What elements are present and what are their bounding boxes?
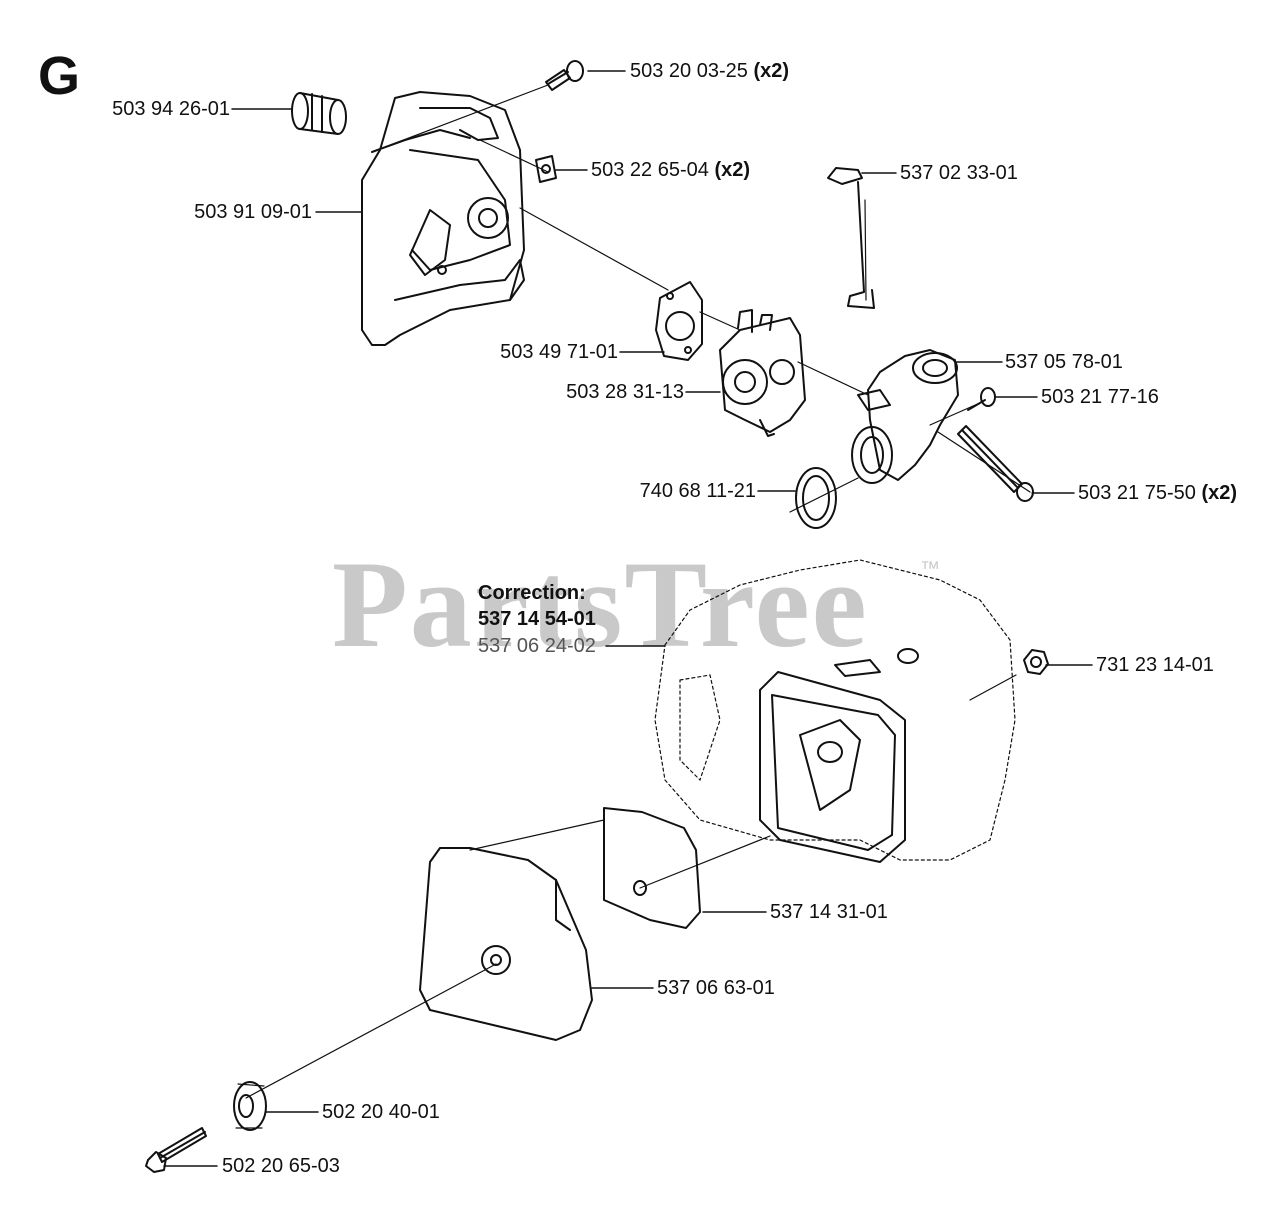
part-number: 537 02 33-01	[900, 162, 1018, 184]
part-number: 503 21 77-16	[1041, 386, 1159, 408]
part-number: 537 14 31-01	[770, 901, 888, 923]
intake-adapter-part	[851, 349, 959, 484]
part-label-537-14-31-01: 537 14 31-01	[770, 901, 888, 923]
carburetor-cover-part	[361, 91, 525, 346]
part-label-503-21-75-50: 503 21 75-50 (x2)	[1078, 482, 1237, 504]
part-number: 740 68 11-21	[639, 480, 756, 502]
square-nut-part	[535, 155, 557, 183]
correction-heading: Correction:	[478, 582, 586, 604]
screw-part-adapter	[967, 387, 996, 411]
bolt-part-long	[957, 425, 1034, 502]
part-label-503-22-65-04: 503 22 65-04 (x2)	[591, 159, 750, 181]
part-label-503-94-26-01: 503 94 26-01	[90, 98, 230, 120]
part-number: 503 49 71-01	[500, 341, 618, 363]
part-label-537-02-33-01: 537 02 33-01	[900, 162, 1018, 184]
screw-part-top	[545, 60, 584, 91]
part-number: 503 20 03-25	[630, 60, 748, 82]
part-number: 537 06 24-02	[478, 635, 596, 657]
part-label-731-23-14-01: 731 23 14-01	[1096, 654, 1214, 676]
part-label-503-28-31-13: 503 28 31-13	[540, 381, 684, 403]
part-number: 537 05 78-01	[1005, 351, 1123, 373]
hex-nut-part	[1023, 649, 1049, 675]
seal-ring-part	[795, 467, 837, 529]
bolt-part-knob	[145, 1127, 207, 1173]
part-number: 731 23 14-01	[1096, 654, 1214, 676]
correction-note: Correction: 537 14 54-01	[478, 580, 596, 632]
part-number: 503 28 31-13	[566, 381, 684, 403]
part-label-503-49-71-01: 503 49 71-01	[474, 341, 618, 363]
part-number: 502 20 40-01	[322, 1101, 440, 1123]
part-number: 502 20 65-03	[222, 1155, 340, 1177]
filter-knob-part	[233, 1081, 267, 1131]
part-label-502-20-65-03: 502 20 65-03	[222, 1155, 340, 1177]
air-filter-part	[603, 807, 701, 929]
watermark: PartsTree	[332, 536, 869, 673]
gasket-part	[655, 281, 703, 361]
assembly-axis-lines	[245, 84, 1031, 1099]
part-label-537-06-24-02: 537 06 24-02	[478, 635, 596, 657]
part-number: 503 91 09-01	[194, 201, 312, 223]
part-label-503-21-77-16: 503 21 77-16	[1041, 386, 1159, 408]
part-number: 503 21 75-50	[1078, 482, 1196, 504]
watermark-trademark: ™	[920, 558, 940, 580]
part-label-740-68-11-21: 740 68 11-21	[612, 480, 756, 502]
filter-cover-part	[419, 847, 593, 1041]
leader-lines	[163, 70, 1093, 1167]
part-label-537-05-78-01: 537 05 78-01	[1005, 351, 1123, 373]
part-qty: (x2)	[1201, 482, 1238, 504]
part-number: 537 06 63-01	[657, 977, 775, 999]
part-qty: (x2)	[753, 60, 790, 82]
carburetor-part	[719, 309, 806, 437]
part-label-503-20-03-25: 503 20 03-25 (x2)	[630, 60, 789, 82]
throttle-rod-part	[827, 167, 875, 309]
correction-part-number: 537 14 54-01	[478, 608, 596, 630]
part-label-503-91-09-01: 503 91 09-01	[170, 201, 312, 223]
part-qty: (x2)	[714, 159, 751, 181]
part-number: 503 94 26-01	[112, 98, 230, 120]
part-label-537-06-63-01: 537 06 63-01	[657, 977, 775, 999]
part-label-502-20-40-01: 502 20 40-01	[322, 1101, 440, 1123]
intake-tube-part	[291, 92, 347, 135]
section-letter: G	[38, 46, 81, 106]
part-number: 503 22 65-04	[591, 159, 709, 181]
air-filter-holder-part	[654, 559, 1016, 863]
